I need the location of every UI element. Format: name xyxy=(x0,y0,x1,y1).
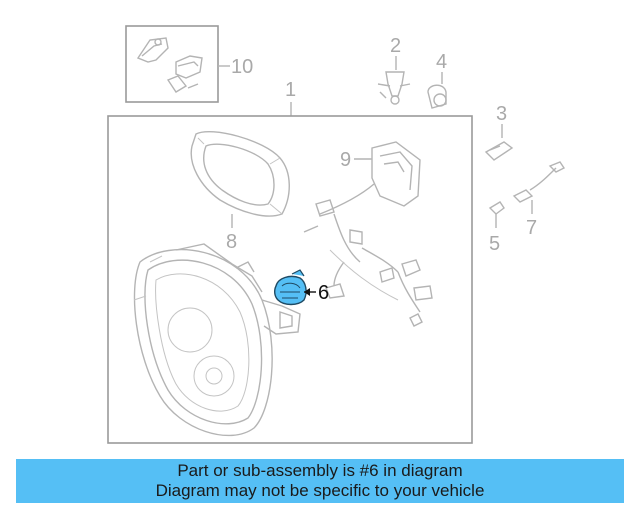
part-4-bulb: 4 xyxy=(427,51,447,109)
part-8-bezel: 8 xyxy=(190,130,290,253)
part-5-bulb: 5 xyxy=(488,201,505,255)
callout-3: 3 xyxy=(496,103,507,125)
part-9-connector: 9 xyxy=(303,141,433,327)
part-2-bulb: 2 xyxy=(377,35,411,105)
callout-1: 1 xyxy=(285,79,296,101)
part-10-connector-drawing xyxy=(136,37,203,93)
part-6-socket-highlighted: 6 xyxy=(273,269,329,306)
part-1-headlamp-assembly: 1 8 9 xyxy=(107,79,473,444)
headlamp-body xyxy=(133,243,301,437)
caption-line-2: Diagram may not be specific to your vehi… xyxy=(155,481,485,500)
caption-line-1: Part or sub-assembly is #6 in diagram xyxy=(177,461,463,480)
callout-10: 10 xyxy=(231,56,253,78)
callout-7: 7 xyxy=(526,217,537,239)
part-7-harness: 7 xyxy=(512,161,566,239)
callout-8: 8 xyxy=(226,231,237,253)
part-10-inset: 10 xyxy=(125,25,253,103)
callout-6: 6 xyxy=(318,282,329,304)
part-info-caption: Part or sub-assembly is #6 in diagram Di… xyxy=(16,459,624,503)
callout-5: 5 xyxy=(489,233,500,255)
callout-9: 9 xyxy=(340,149,351,171)
callout-2: 2 xyxy=(390,35,401,57)
callout-4: 4 xyxy=(436,51,447,73)
part-3-socket: 3 xyxy=(484,103,514,161)
